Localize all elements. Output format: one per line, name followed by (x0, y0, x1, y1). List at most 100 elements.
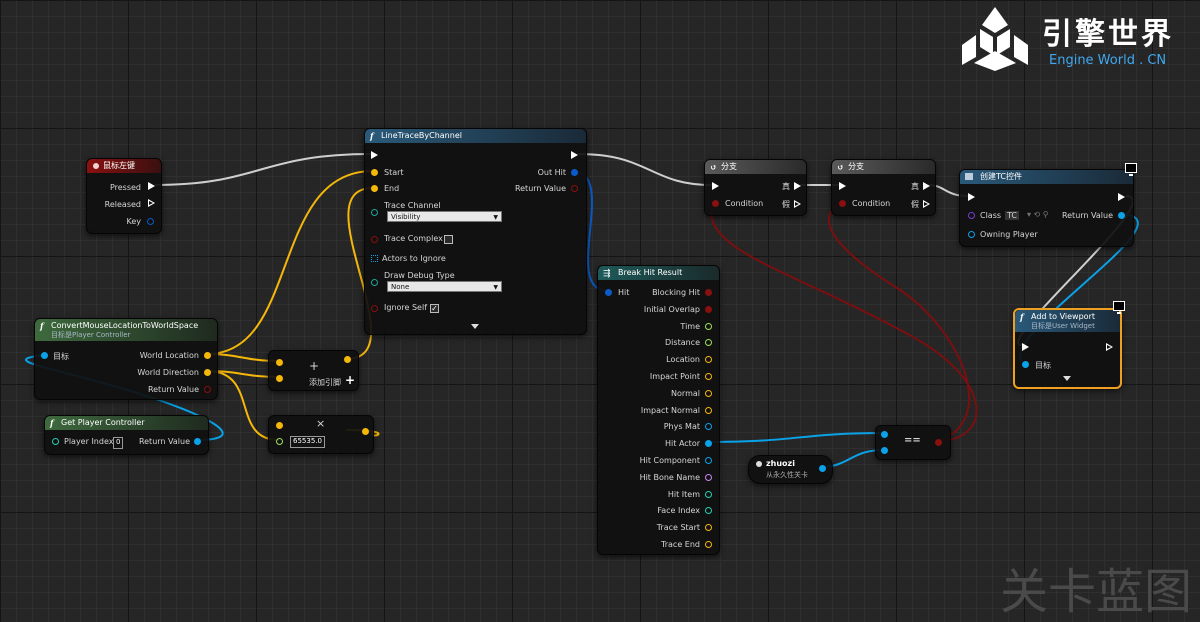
exec-out-pin[interactable] (1118, 193, 1125, 201)
pin-label-world-direction: World Direction (137, 368, 199, 377)
exec-in-pin[interactable] (968, 193, 975, 201)
array-pin-icon[interactable] (371, 255, 378, 262)
trace-complex-checkbox[interactable] (444, 235, 453, 244)
add-pin-label[interactable]: 添加引脚 (309, 378, 341, 387)
break-hit-output-pin[interactable] (705, 457, 712, 464)
class-browse-icon[interactable]: ▾ ⟲ ⚲ (1027, 210, 1049, 219)
branch-node-1[interactable]: ↺ 分支 真 Condition 假 (704, 159, 807, 216)
class-pin[interactable] (968, 212, 975, 219)
start-pin[interactable] (371, 169, 378, 176)
actor-ref-output-pin[interactable] (819, 465, 826, 472)
hit-input-pin[interactable] (605, 289, 612, 296)
exec-in-pin[interactable] (1022, 343, 1029, 351)
node-header[interactable]: 鼠标左键 (87, 159, 161, 173)
multiply-input-a-pin[interactable] (276, 422, 283, 429)
node-header[interactable]: f Add to Viewport 目标是User Widget (1015, 310, 1120, 332)
condition-pin[interactable] (839, 200, 846, 207)
exec-out-pin[interactable] (1106, 343, 1113, 351)
break-hit-output-pin[interactable] (705, 490, 712, 498)
node-header[interactable]: ↺ 分支 (832, 160, 935, 174)
multiply-value-input[interactable]: 65535.0 (290, 436, 325, 448)
draw-debug-dropdown[interactable]: None (387, 281, 502, 293)
node-header[interactable]: ↺ 分支 (705, 160, 806, 174)
world-location-pin[interactable] (204, 352, 211, 359)
player-index-pin[interactable] (52, 438, 59, 445)
add-pin-plus-icon[interactable]: + (345, 373, 356, 387)
return-value-pin[interactable] (204, 386, 211, 393)
add-to-viewport-node[interactable]: f Add to Viewport 目标是User Widget 目标 (1013, 308, 1122, 389)
function-icon: f (370, 131, 374, 141)
ignore-self-pin[interactable] (371, 305, 378, 312)
exec-false-pin[interactable] (923, 200, 930, 208)
break-hit-output-pin[interactable] (705, 356, 712, 364)
exec-out-pin[interactable] (571, 151, 578, 159)
break-hit-output-pin[interactable] (705, 423, 712, 431)
add-input-b-pin[interactable] (276, 375, 283, 382)
break-hit-output-pin[interactable] (705, 440, 712, 448)
break-hit-output-pin[interactable] (705, 389, 712, 397)
player-index-input[interactable]: 0 (113, 437, 124, 449)
trace-channel-dropdown[interactable]: Visibility (387, 211, 502, 223)
condition-pin[interactable] (712, 200, 719, 207)
equal-object-node[interactable]: == (875, 425, 951, 460)
node-header[interactable]: f Get Player Controller (45, 416, 208, 430)
return-value-pin[interactable] (194, 438, 201, 445)
class-select[interactable]: TC (1005, 211, 1020, 220)
return-value-pin[interactable] (1118, 212, 1125, 219)
add-vector-node[interactable]: + 添加引脚 + (268, 350, 359, 391)
target-pin[interactable] (1022, 361, 1029, 368)
ignore-self-checkbox[interactable]: ✓ (430, 304, 439, 313)
break-hit-output-pin[interactable] (705, 373, 712, 380)
break-hit-output-pin[interactable] (705, 507, 712, 515)
owning-player-pin[interactable] (968, 231, 975, 238)
exec-false-pin[interactable] (794, 200, 801, 208)
equal-input-a-pin[interactable] (881, 431, 888, 438)
draw-debug-pin[interactable] (371, 279, 378, 286)
break-hit-output-pin[interactable] (705, 524, 712, 532)
node-header[interactable]: 创建TC控件 (960, 170, 1133, 184)
target-pin[interactable] (41, 352, 48, 359)
world-direction-pin[interactable] (204, 369, 211, 376)
exec-out-pin-released[interactable] (148, 199, 155, 207)
multiply-node[interactable]: × 65535.0 (268, 415, 374, 454)
exec-true-pin[interactable] (923, 182, 930, 190)
break-hit-output-pin[interactable] (705, 322, 712, 330)
convert-mouse-node[interactable]: f ConvertMouseLocationToWorldSpace 目标是Pl… (34, 318, 218, 400)
line-trace-node[interactable]: f LineTraceByChannel Start Out Hit End R… (364, 128, 587, 335)
pin-label-trace-complex: Trace Complex (384, 234, 443, 243)
exec-in-pin[interactable] (712, 182, 719, 190)
branch-node-2[interactable]: ↺ 分支 真 Condition 假 (831, 159, 936, 216)
add-input-a-pin[interactable] (276, 359, 283, 366)
multiply-input-b-pin[interactable] (276, 438, 283, 445)
break-hit-output-pin[interactable] (705, 473, 712, 481)
exec-out-pin-pressed[interactable] (148, 182, 155, 190)
create-widget-node[interactable]: 创建TC控件 Class TC ▾ ⟲ ⚲ Return Value Ownin… (959, 169, 1134, 247)
actor-reference-node[interactable]: zhuozi 从永久性关卡 (748, 455, 833, 484)
node-header[interactable]: ⇶ Break Hit Result (598, 266, 719, 280)
mouse-left-event-node[interactable]: 鼠标左键 Pressed Released Key (86, 158, 162, 234)
trace-complex-pin[interactable] (371, 236, 378, 243)
break-hit-output-pin[interactable] (705, 289, 712, 296)
out-hit-pin[interactable] (571, 169, 578, 176)
return-value-pin[interactable] (571, 185, 578, 192)
node-header[interactable]: f ConvertMouseLocationToWorldSpace 目标是Pl… (35, 319, 217, 341)
get-player-controller-node[interactable]: f Get Player Controller Player Index 0 R… (44, 415, 209, 455)
expand-arrow-icon[interactable] (471, 324, 479, 329)
break-hit-output-pin[interactable] (705, 305, 712, 313)
break-hit-output-pin[interactable] (705, 339, 712, 347)
exec-true-pin[interactable] (794, 182, 801, 190)
break-hit-output-pin[interactable] (705, 406, 712, 414)
key-pin[interactable] (147, 218, 154, 225)
equal-output-pin[interactable] (935, 439, 942, 446)
node-header[interactable]: f LineTraceByChannel (365, 129, 586, 143)
exec-in-pin[interactable] (371, 151, 378, 159)
equal-input-b-pin[interactable] (881, 447, 888, 454)
break-hit-output-pin[interactable] (705, 541, 712, 548)
exec-in-pin[interactable] (839, 182, 846, 190)
end-pin[interactable] (371, 185, 378, 192)
expand-arrow-icon[interactable] (1063, 376, 1071, 381)
add-output-pin[interactable] (344, 356, 351, 363)
trace-channel-pin[interactable] (371, 209, 378, 216)
multiply-output-pin[interactable] (362, 428, 369, 435)
